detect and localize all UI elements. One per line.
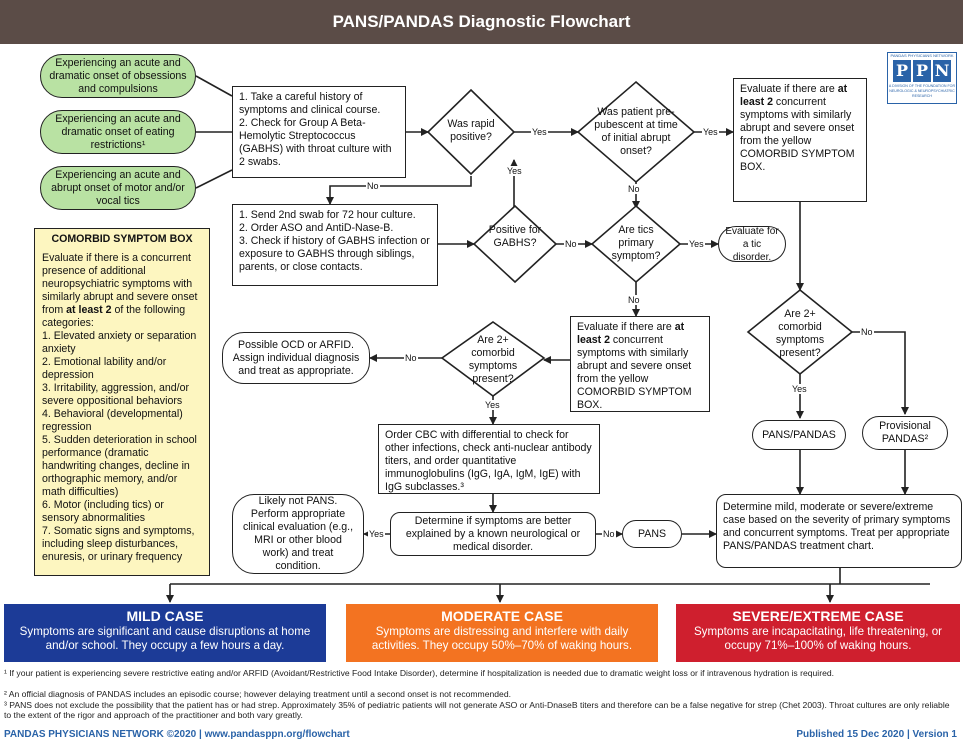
label-yes-comorbid-mid: Yes — [484, 400, 501, 410]
label-yes-comorbid-right: Yes — [791, 384, 808, 394]
mild-case-desc: Symptoms are significant and cause disru… — [19, 625, 311, 652]
comorbid-right-diamond — [746, 288, 854, 376]
evaluate-top-pre: Evaluate if there are — [740, 83, 838, 95]
label-yes-rapid: Yes — [531, 127, 548, 137]
history-box: 1. Take a careful history of symptoms an… — [232, 86, 406, 178]
label-no-prepub: No — [627, 184, 641, 194]
logo-sub-text: A DIVISION OF THE FOUNDATION FOR NEUROLO… — [888, 84, 956, 98]
label-yes-tics: Yes — [688, 239, 705, 249]
footnote-1: ¹ If your patient is experiencing severe… — [4, 668, 835, 678]
evaluate-top-box: Evaluate if there are at least 2 concurr… — [733, 78, 867, 202]
cbc-box: Order CBC with differential to check for… — [378, 424, 600, 494]
tics-primary-text: Are tics primary symptom? — [611, 224, 661, 262]
logo-top-text: PANDAS PHYSICIANS NETWORK — [890, 53, 954, 58]
ocd-arfid-box: Possible OCD or ARFID. Assign individual… — [222, 332, 370, 384]
page-title: PANS/PANDAS Diagnostic Flowchart — [0, 0, 963, 44]
provisional-pandas-box: Provisional PANDAS² — [862, 416, 948, 450]
footer-right: Published 15 Dec 2020 | Version 1 — [796, 729, 957, 740]
evaluate-mid-pre: Evaluate if there are — [577, 321, 675, 333]
comorbid-item: 2. Emotional lability and/or depression — [42, 356, 167, 381]
label-yes-determine: Yes — [368, 529, 385, 539]
prepubescent-diamond — [576, 80, 696, 184]
label-no-rapid: No — [366, 181, 380, 191]
tic-disorder-box: Evaluate for a tic disorder. — [718, 226, 786, 263]
comorbid-item: 7. Somatic signs and symptoms, including… — [42, 525, 195, 563]
comorbid-right-text: Are 2+ comorbid symptoms present? — [775, 308, 825, 359]
mild-case-box: MILD CASE Symptoms are significant and c… — [4, 604, 326, 662]
logo-letter-p2: P — [913, 60, 931, 82]
pans-pandas-box: PANS/PANDAS — [752, 420, 846, 450]
positive-gabhs-text: Positive for GABHS? — [488, 224, 542, 249]
label-no-comorbid-mid: No — [404, 353, 418, 363]
second-swab-box: 1. Send 2nd swab for 72 hour culture. 2.… — [232, 204, 438, 286]
mild-case-heading: MILD CASE — [126, 608, 204, 624]
ppn-logo: PANDAS PHYSICIANS NETWORK P P N A DIVISI… — [887, 52, 957, 104]
onset-ocd-box: Experiencing an acute and dramatic onset… — [40, 54, 196, 98]
pans-box: PANS — [622, 520, 682, 548]
comorbid-item: 4. Behavioral (developmental) regression — [42, 408, 183, 433]
severe-case-desc: Symptoms are incapacitating, life threat… — [693, 625, 943, 652]
label-no-comorbid-right: No — [860, 327, 874, 337]
logo-letter-n: N — [933, 60, 951, 82]
comorbid-mid-text: Are 2+ comorbid symptoms present? — [468, 334, 518, 385]
comorbid-mid-diamond — [440, 321, 546, 397]
comorbid-item: 1. Elevated anxiety or separation anxiet… — [42, 330, 197, 355]
evaluate-top-bold: at least 2 — [740, 83, 848, 108]
comorbid-item: 3. Irritability, aggression, and/or seve… — [42, 382, 190, 407]
evaluate-mid-bold: at least 2 — [577, 321, 685, 346]
evaluate-mid-box: Evaluate if there are at least 2 concurr… — [570, 316, 710, 412]
determine-severity-box: Determine mild, moderate or severe/extre… — [716, 494, 962, 568]
prepubescent-text: Was patient pre-pubescent at time of ini… — [594, 106, 678, 157]
label-yes-prepub: Yes — [702, 127, 719, 137]
evaluate-top-post: concurrent symptoms with similarly abrup… — [740, 96, 855, 173]
rapid-positive-text: Was rapid positive? — [447, 118, 495, 143]
positive-gabhs-diamond — [472, 204, 558, 284]
severe-case-box: SEVERE/EXTREME CASE Symptoms are incapac… — [676, 604, 960, 662]
label-no-determine: No — [602, 529, 616, 539]
comorbid-symptom-box: COMORBID SYMPTOM BOX Evaluate if there i… — [34, 228, 210, 576]
comorbid-box-intro: Evaluate if there is a concurrent presen… — [42, 252, 198, 329]
moderate-case-desc: Symptoms are distressing and interfere w… — [371, 625, 633, 652]
footnote-2: ² An official diagnosis of PANDAS includ… — [4, 689, 511, 699]
moderate-case-heading: MODERATE CASE — [441, 608, 563, 624]
onset-tics-box: Experiencing an acute and abrupt onset o… — [40, 166, 196, 210]
severe-case-heading: SEVERE/EXTREME CASE — [732, 608, 904, 624]
logo-letter-p1: P — [893, 60, 911, 82]
label-no-tics: No — [627, 295, 641, 305]
rapid-positive-diamond — [426, 88, 516, 176]
onset-eating-box: Experiencing an acute and dramatic onset… — [40, 110, 196, 154]
moderate-case-box: MODERATE CASE Symptoms are distressing a… — [346, 604, 658, 662]
label-yes-positive: Yes — [506, 166, 523, 176]
evaluate-mid-post: concurrent symptoms with similarly abrup… — [577, 334, 692, 411]
not-pans-box: Likely not PANS. Perform appropriate cli… — [232, 494, 364, 574]
tics-primary-diamond — [590, 204, 682, 284]
footer-left: PANDAS PHYSICIANS NETWORK ©2020 | www.pa… — [4, 729, 350, 740]
comorbid-item: 6. Motor (including tics) or sensory abn… — [42, 499, 164, 524]
comorbid-box-heading: COMORBID SYMPTOM BOX — [51, 233, 193, 245]
comorbid-item: 5. Sudden deterioration in school perfor… — [42, 434, 197, 498]
footnote-3: ³ PANS does not exclude the possibility … — [4, 700, 950, 720]
logo-letters: P P N — [888, 60, 956, 82]
determine-explained-box: Determine if symptoms are better explain… — [390, 512, 596, 556]
label-no-positive: No — [564, 239, 578, 249]
